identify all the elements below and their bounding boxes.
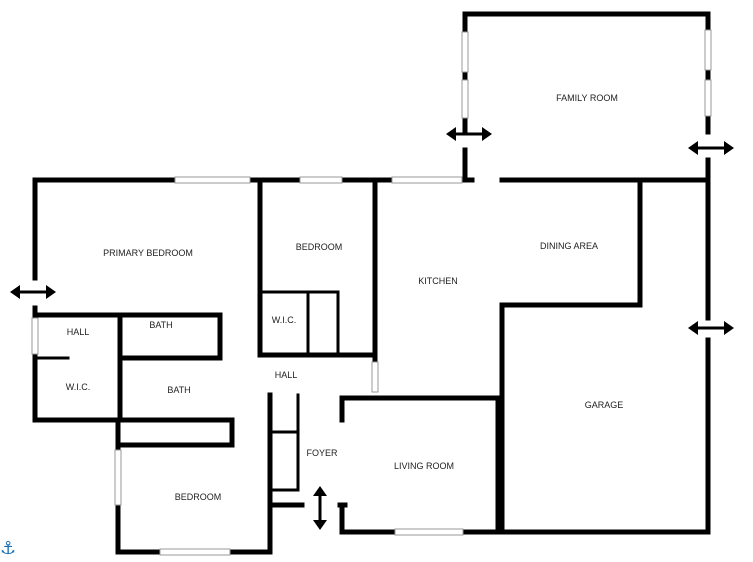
room-label-hall-center: HALL — [275, 370, 298, 380]
room-label-living-room: LIVING ROOM — [394, 461, 454, 471]
entry-arrow-family-right — [688, 141, 734, 155]
room-label-foyer: FOYER — [306, 448, 338, 458]
window — [461, 31, 469, 73]
window — [704, 29, 712, 71]
room-label-wic-left: W.I.C. — [66, 382, 91, 392]
entry-arrow-foyer — [313, 486, 327, 530]
room-label-wic-center: W.I.C. — [272, 315, 297, 325]
room-label-hall-left: HALL — [67, 327, 90, 337]
entry-arrow-primary — [10, 285, 56, 299]
window — [394, 528, 464, 536]
room-label-bedroom-bottom: BEDROOM — [175, 492, 222, 502]
window — [704, 79, 712, 117]
anchor-icon: ⚓ — [0, 538, 16, 559]
window — [371, 361, 379, 393]
room-label-bath-top: BATH — [149, 320, 172, 330]
window — [391, 176, 463, 184]
window — [159, 548, 231, 556]
window — [114, 449, 122, 506]
window — [299, 176, 343, 184]
entry-arrow-family — [446, 127, 492, 141]
window — [174, 176, 251, 184]
room-label-primary-bedroom: PRIMARY BEDROOM — [103, 248, 193, 258]
room-label-bath-lower: BATH — [167, 385, 190, 395]
room-label-garage: GARAGE — [585, 400, 624, 410]
room-label-family-room: FAMILY ROOM — [556, 93, 618, 103]
main-walls — [32, 177, 711, 555]
entry-arrow-garage — [688, 321, 734, 335]
window — [31, 317, 39, 355]
room-label-bedroom-top: BEDROOM — [296, 242, 343, 252]
room-label-kitchen: KITCHEN — [418, 276, 458, 286]
window — [461, 79, 469, 119]
room-label-dining-area: DINING AREA — [540, 241, 598, 251]
